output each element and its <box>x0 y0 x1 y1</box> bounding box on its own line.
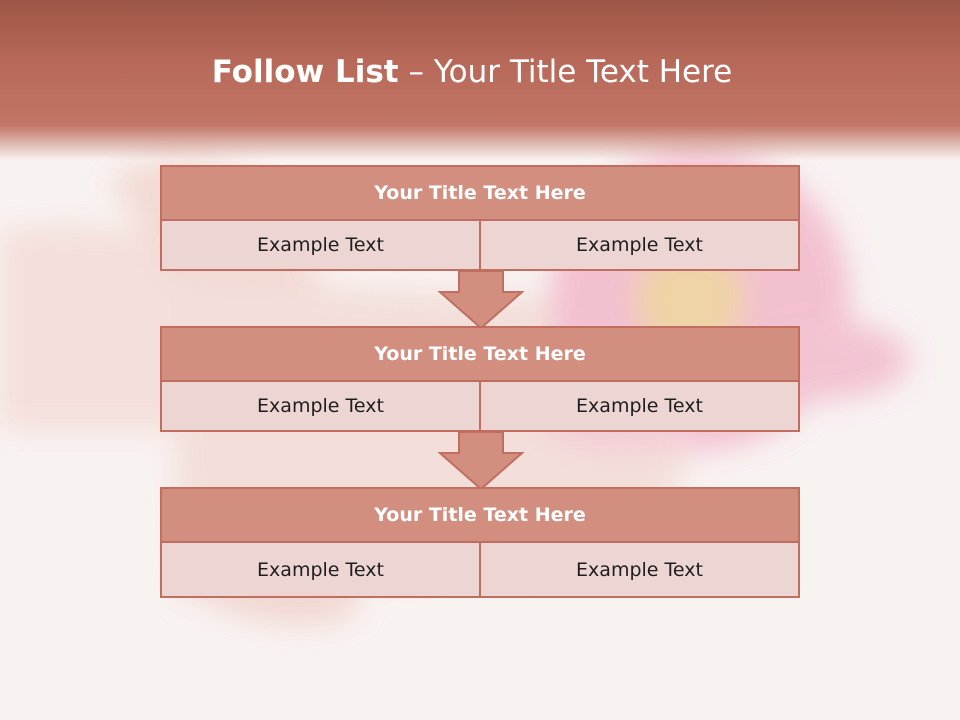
step-cell-right: Example Text <box>479 382 798 430</box>
step-cell-left: Example Text <box>257 395 384 417</box>
step-block-2: Your Title Text Here Example Text Exampl… <box>160 326 800 432</box>
step-block-1: Your Title Text Here Example Text Exampl… <box>160 165 800 271</box>
title-rest-part: – Your Title Text Here <box>398 54 733 90</box>
slide-title: Follow List – Your Title Text Here <box>0 54 944 90</box>
title-bold-part: Follow List <box>211 54 399 90</box>
step-block-3: Your Title Text Here Example Text Exampl… <box>160 487 800 598</box>
header-band <box>0 0 960 160</box>
step-cell-left: Example Text <box>257 558 384 581</box>
step-row: Example Text Example Text <box>160 221 800 271</box>
step-cell-right: Example Text <box>479 543 798 596</box>
step-title: Your Title Text Here <box>160 487 800 543</box>
step-row: Example Text Example Text <box>160 543 800 598</box>
down-arrow-icon <box>438 270 524 330</box>
step-title: Your Title Text Here <box>160 326 800 382</box>
down-arrow-icon <box>438 431 524 491</box>
step-row: Example Text Example Text <box>160 382 800 432</box>
step-title: Your Title Text Here <box>160 165 800 221</box>
step-cell-left: Example Text <box>257 234 384 256</box>
step-cell-right: Example Text <box>479 221 798 269</box>
